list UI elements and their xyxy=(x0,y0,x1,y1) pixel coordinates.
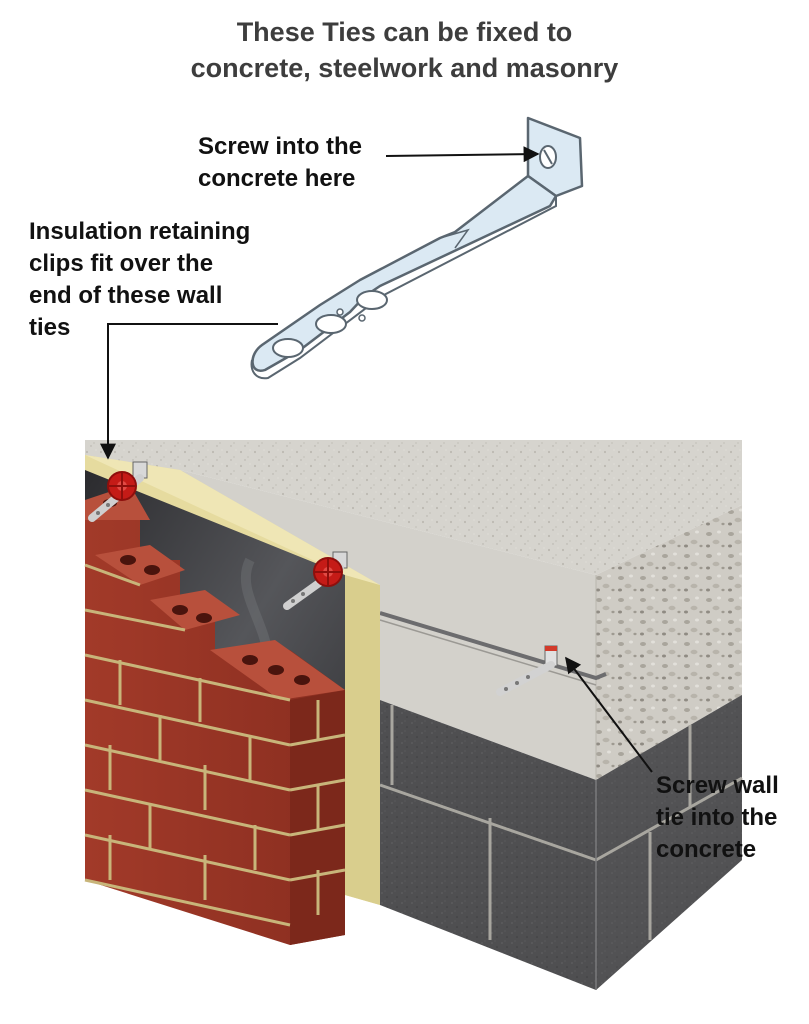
installed-tie-right xyxy=(496,645,558,696)
page-title: These Ties can be fixed to concrete, ste… xyxy=(0,14,809,86)
annotation-line: ties xyxy=(29,314,71,341)
annotation-line: tie into the xyxy=(656,804,778,831)
annotation-line: concrete xyxy=(656,836,757,863)
annotation-insulation-clips: Insulation retaining clips fit over the … xyxy=(29,216,250,344)
slab-top-face xyxy=(85,440,742,575)
installed-tie-middle xyxy=(283,551,348,610)
annotation-screw-here: Screw into the concrete here xyxy=(198,131,362,195)
leader-arrows xyxy=(100,146,653,773)
mortar-joints xyxy=(84,563,346,927)
arrow-clips xyxy=(100,323,278,460)
annotation-line: Screw into the xyxy=(198,133,363,160)
blockwork xyxy=(379,695,743,990)
slab-channel xyxy=(379,611,607,681)
wall-tie-detail-icon xyxy=(250,116,584,380)
annotation-line: concrete here xyxy=(198,165,356,192)
annotation-line: Insulation retaining xyxy=(29,218,251,245)
arrow-screw-here xyxy=(385,146,540,163)
arrow-screw-tie xyxy=(565,656,653,773)
brick-wall xyxy=(84,485,346,945)
annotation-screw-wall-tie: Screw wall tie into the concrete xyxy=(656,770,779,866)
slab-end-face xyxy=(596,505,742,780)
annotation-line: Screw wall xyxy=(656,772,779,799)
annotation-line: clips fit over the xyxy=(29,250,214,277)
annotation-line: end of these wall xyxy=(29,282,223,309)
title-line-1: These Ties can be fixed to xyxy=(236,17,573,47)
installed-tie-left xyxy=(88,461,148,522)
title-line-2: concrete, steelwork and masonry xyxy=(190,53,619,83)
